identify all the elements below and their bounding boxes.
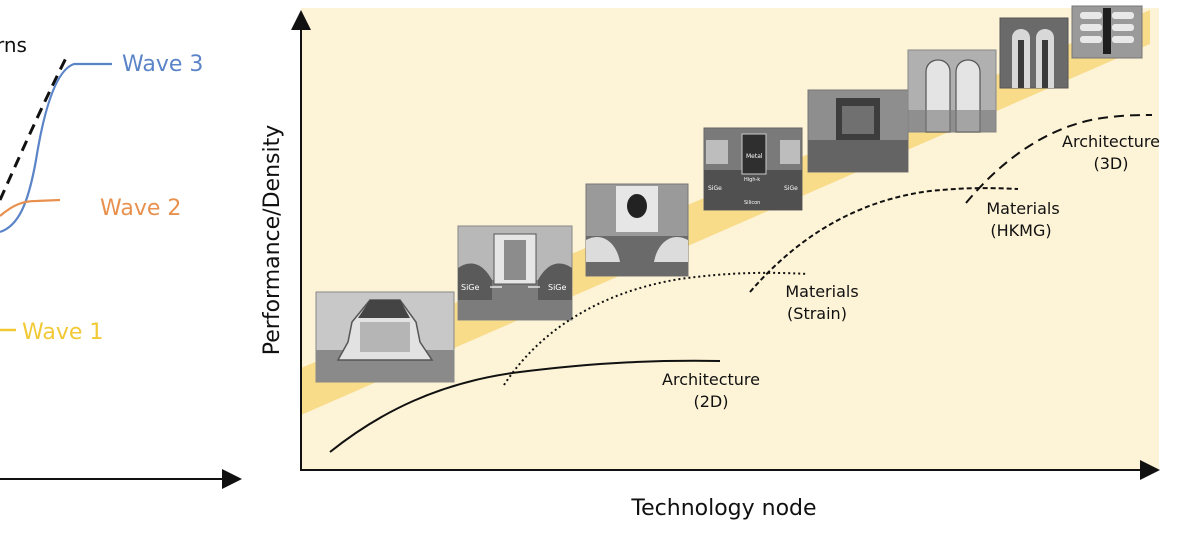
micrograph-hkmg-label-metal: Metal <box>746 153 763 160</box>
micrograph-sige-label-left: SiGe <box>461 283 480 292</box>
y-axis-label: Performance/Density <box>260 125 285 355</box>
micrograph-gate-plug <box>585 183 689 277</box>
micrograph-block <box>807 89 909 173</box>
left-panel-label-top: rns <box>0 33 27 57</box>
label-architecture-2d-line1: Architecture <box>662 370 760 389</box>
micrograph-gaa <box>1071 5 1143 59</box>
micrograph-hkmg-label-silicon: Silicon <box>744 200 760 206</box>
left-dashed-curve <box>0 57 68 201</box>
wave3-curve <box>0 62 112 234</box>
left-panel: rns Wave 3 Wave 2 Wave 1 <box>0 33 242 489</box>
wave2-curve <box>0 198 61 217</box>
label-materials-strain-line2: (Strain) <box>787 304 847 323</box>
micrograph-fin2 <box>999 17 1069 89</box>
label-architecture-2d-line2: (2D) <box>694 392 729 411</box>
label-materials-strain-line1: Materials <box>785 282 858 301</box>
wave2-label: Wave 2 <box>100 196 181 221</box>
wave3-label: Wave 3 <box>122 52 203 77</box>
label-materials-hkmg-line2: (HKMG) <box>990 221 1051 240</box>
micrograph-hkmg-label-sige-left: SiGe <box>708 185 722 192</box>
curve-architecture-2d <box>329 359 721 453</box>
micrograph-hkmg: Metal High-k SiGe SiGe Silicon <box>703 127 803 211</box>
curve-materials-hkmg <box>749 187 1019 293</box>
micrograph-fin1 <box>907 49 997 133</box>
label-materials-hkmg-line1: Materials <box>986 199 1059 218</box>
micrograph-sige: SiGe SiGe <box>457 225 573 321</box>
micrograph-hkmg-label-highk: High-k <box>744 177 760 183</box>
main-chart: Performance/Density Technology node SiGe… <box>260 5 1160 521</box>
micrograph-sige-label-right: SiGe <box>548 283 567 292</box>
micrograph-hkmg-label-sige-right: SiGe <box>784 185 798 192</box>
label-architecture-3d-line2: (3D) <box>1094 154 1129 173</box>
x-axis-label: Technology node <box>630 496 816 521</box>
curve-architecture-3d <box>965 114 1153 204</box>
label-architecture-3d-line1: Architecture <box>1062 132 1160 151</box>
micrograph-planar <box>315 291 455 383</box>
wave1-label: Wave 1 <box>22 320 103 345</box>
